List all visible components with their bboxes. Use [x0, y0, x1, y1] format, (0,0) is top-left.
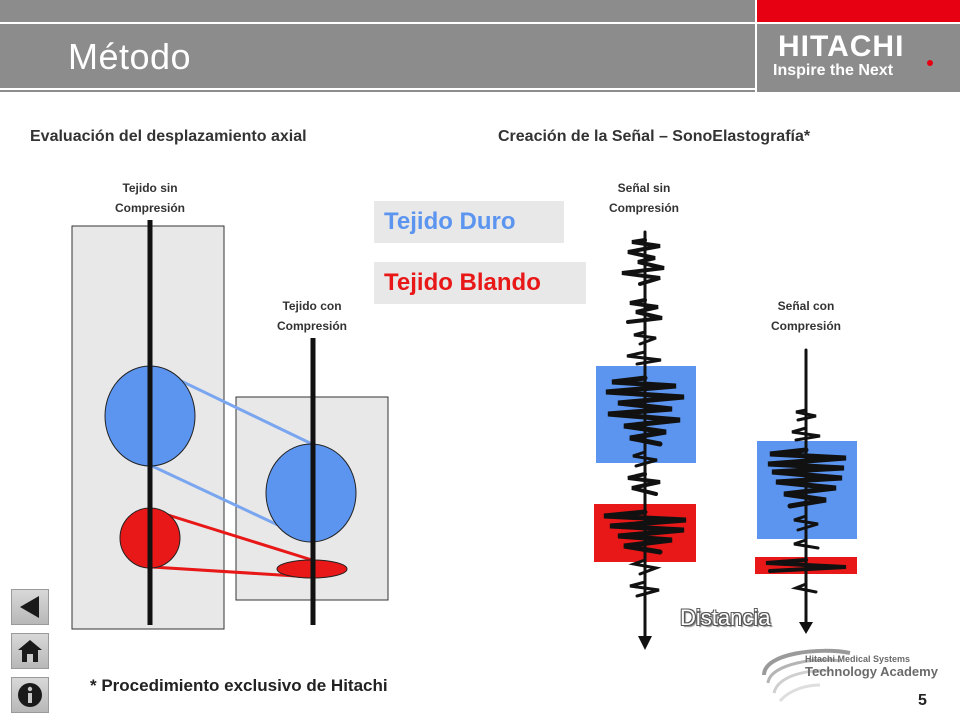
label-signal-no-compression: Señal sin Compresión [608, 181, 679, 215]
slide-title: Método [68, 36, 192, 77]
signal-trace-uncompressed [603, 230, 687, 650]
hitachi-logo: HITACHI [778, 30, 905, 63]
academy-line-1: Hitachi Medical Systems [805, 654, 911, 664]
legend-hard-tissue: Tejido Duro [374, 201, 564, 243]
hitachi-tagline: Inspire the Next [773, 62, 894, 79]
footnote: * Procedimiento exclusivo de Hitachi [90, 676, 388, 695]
label-tissue-compression: Tejido con Compresión [276, 299, 347, 333]
info-icon [18, 683, 42, 707]
home-icon [18, 640, 42, 662]
page-number: 5 [918, 692, 927, 709]
triangle-left-icon [20, 596, 39, 618]
header-divider-vertical [755, 0, 757, 92]
info-button[interactable] [11, 677, 49, 713]
distance-axis-label: Distancia [680, 605, 771, 630]
soft-tissue-top-link [151, 508, 313, 562]
header-divider-top [0, 22, 960, 24]
left-section-heading: Evaluación del desplazamiento axial [30, 128, 307, 145]
brand-red-block [757, 0, 960, 22]
label-tissue-no-compression: Tejido sin Compresión [114, 181, 185, 215]
right-section-heading: Creación de la Señal – SonoElastografía* [498, 128, 811, 145]
tagline-red-dot [927, 60, 933, 66]
label-signal-compression: Señal con Compresión [770, 299, 841, 333]
academy-logo [762, 648, 851, 703]
signal-trace-compressed [765, 348, 847, 634]
logo-area [757, 24, 960, 92]
back-button[interactable] [11, 589, 49, 625]
home-button[interactable] [11, 633, 49, 669]
academy-line-2: Technology Academy [805, 664, 938, 679]
legend-soft-tissue: Tejido Blando [374, 262, 586, 304]
header-divider-bottom [0, 88, 755, 90]
